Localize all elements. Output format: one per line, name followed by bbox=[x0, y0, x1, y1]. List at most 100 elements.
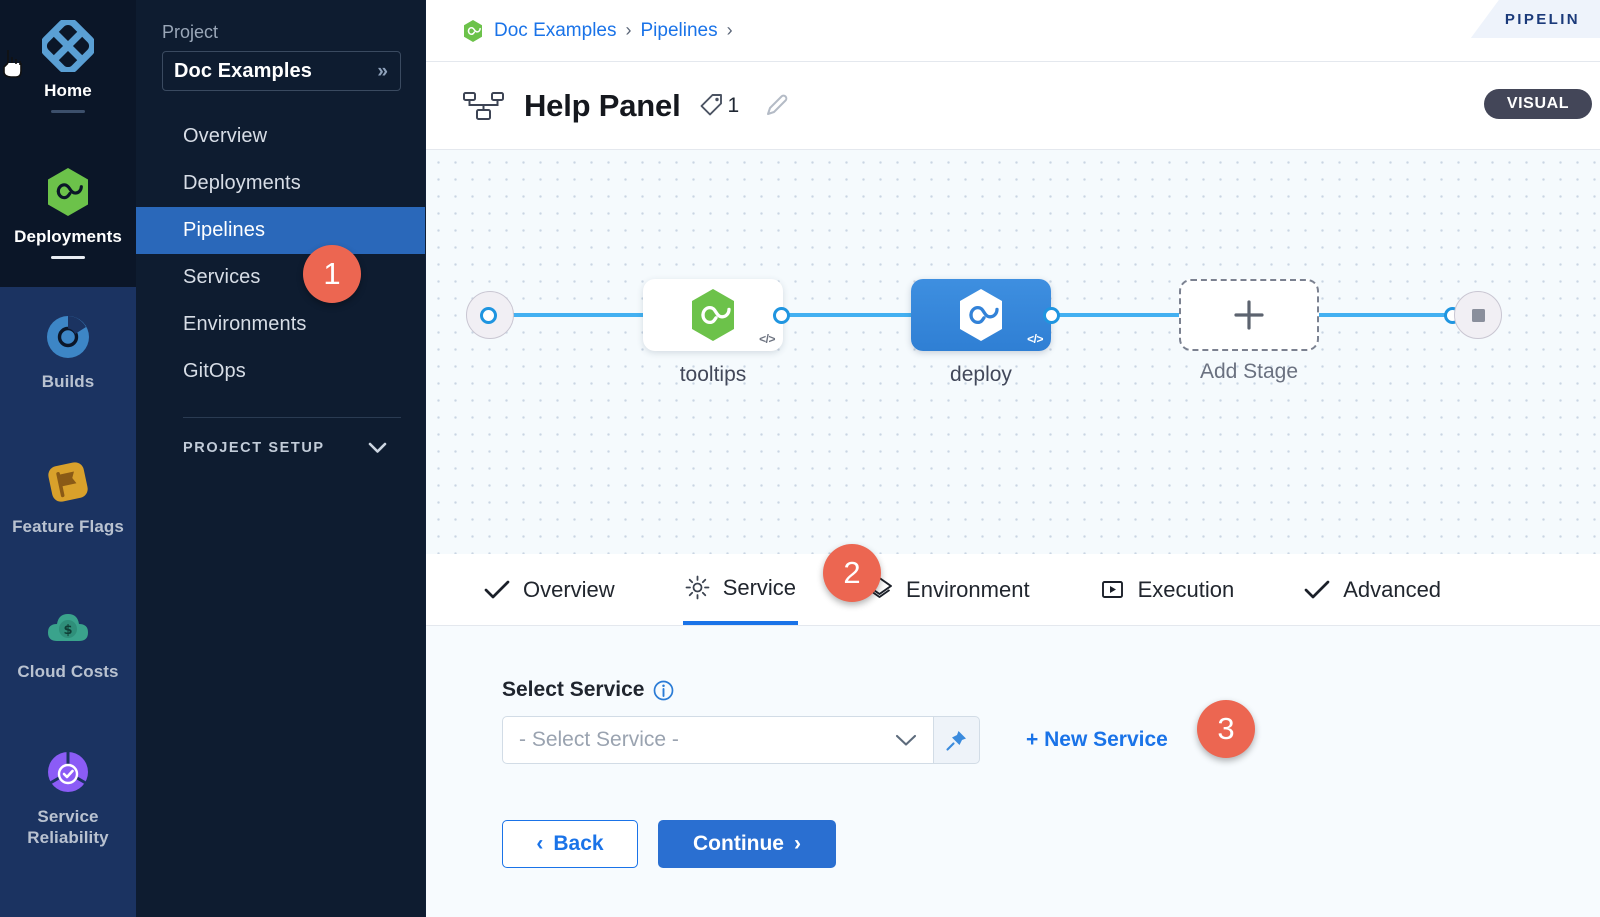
edge-tooltips-to-deploy bbox=[781, 313, 981, 317]
callout-badge-2: 2 bbox=[823, 544, 881, 602]
tag-count: 1 bbox=[727, 93, 740, 117]
main-content: Doc Examples › Pipelines › PIPELIN Help … bbox=[426, 0, 1600, 917]
rail-underline-deployments bbox=[51, 256, 85, 259]
tab-service[interactable]: Service bbox=[682, 554, 799, 625]
module-rail: Home Deployments Builds bbox=[0, 0, 136, 917]
stage-node-deploy[interactable]: </> bbox=[911, 279, 1051, 351]
pipeline-header: Help Panel 1 VISUAL bbox=[426, 62, 1600, 150]
breadcrumb-link-pipelines[interactable]: Pipelines bbox=[640, 19, 718, 41]
breadcrumb-link-doc-examples[interactable]: Doc Examples bbox=[494, 19, 617, 41]
project-setup-section[interactable]: PROJECT SETUP bbox=[136, 440, 425, 456]
sidebar-item-pipelines[interactable]: Pipelines bbox=[136, 207, 425, 254]
gear-icon bbox=[685, 575, 710, 600]
tag-badge[interactable]: 1 bbox=[698, 92, 740, 119]
tab-environment[interactable]: Environment bbox=[864, 554, 1032, 625]
breadcrumb: Doc Examples › Pipelines › PIPELIN bbox=[426, 0, 1600, 62]
home-diamond-icon bbox=[42, 20, 94, 72]
port-tooltips-out[interactable] bbox=[773, 307, 790, 324]
tab-label-service: Service bbox=[722, 574, 797, 600]
play-box-icon bbox=[1100, 577, 1125, 602]
sidebar-label-pipelines: Pipelines bbox=[183, 219, 266, 241]
pipeline-tab-label: PIPELIN bbox=[1504, 10, 1580, 28]
pencil-edit-icon[interactable] bbox=[763, 92, 790, 119]
breadcrumb-separator-2: › bbox=[726, 20, 733, 40]
callout-badge-1: 1 bbox=[303, 245, 361, 303]
tab-label-execution: Execution bbox=[1137, 576, 1235, 602]
rail-item-cloud-costs[interactable]: $ Cloud Costs bbox=[0, 583, 136, 682]
tab-overview[interactable]: Overview bbox=[482, 554, 617, 625]
sidebar-item-services[interactable]: Services bbox=[136, 254, 425, 301]
rail-underline-home bbox=[51, 110, 85, 113]
rail-label-home: Home bbox=[44, 81, 92, 100]
tab-advanced[interactable]: Advanced bbox=[1302, 554, 1443, 625]
sidebar-item-gitops[interactable]: GitOps bbox=[136, 348, 425, 395]
chevron-down-icon bbox=[895, 734, 917, 746]
project-selector-name: Doc Examples bbox=[174, 59, 312, 82]
port-start-out[interactable] bbox=[480, 307, 497, 324]
nav-divider bbox=[183, 417, 401, 418]
stage-label-deploy: deploy bbox=[950, 363, 1012, 386]
add-stage-label: Add Stage bbox=[1199, 360, 1299, 383]
rail-item-service-reliability[interactable]: Service Reliability bbox=[0, 728, 136, 848]
sidebar-item-overview[interactable]: Overview bbox=[136, 113, 425, 160]
stage-node-tooltips[interactable]: </> bbox=[643, 279, 783, 351]
tag-icon bbox=[700, 94, 722, 116]
deployments-infinity-icon bbox=[48, 168, 88, 216]
module-rail-lower-bg bbox=[0, 287, 136, 917]
pipeline-end-node[interactable] bbox=[1454, 291, 1502, 339]
select-service-label-row: Select Service bbox=[502, 678, 1600, 702]
continue-chevron-icon: › bbox=[793, 832, 801, 855]
pipeline-start-node[interactable] bbox=[466, 291, 514, 339]
back-button[interactable]: ‹ Back bbox=[502, 820, 638, 868]
sidebar-label-environments: Environments bbox=[183, 313, 307, 335]
pin-icon bbox=[946, 730, 966, 751]
harness-hexagon-green-icon bbox=[692, 289, 734, 341]
info-icon[interactable] bbox=[653, 680, 674, 701]
visual-yaml-toggle[interactable]: VISUAL bbox=[1484, 89, 1592, 119]
svg-text:$: $ bbox=[63, 623, 72, 638]
project-setup-label: PROJECT SETUP bbox=[183, 440, 325, 456]
service-reliability-icon bbox=[48, 750, 88, 792]
select-service-row: - Select Service - + New Service bbox=[502, 716, 1600, 764]
breadcrumb-separator-1: › bbox=[625, 20, 632, 40]
harness-hexagon-icon bbox=[464, 19, 482, 42]
rail-label-builds: Builds bbox=[41, 372, 95, 391]
callout-badge-3: 3 bbox=[1197, 700, 1255, 758]
tab-label-advanced: Advanced bbox=[1343, 576, 1442, 602]
check-icon bbox=[484, 579, 510, 600]
new-service-link[interactable]: + New Service bbox=[1026, 728, 1168, 751]
pipeline-canvas[interactable]: </> tooltips </> deploy bbox=[426, 150, 1600, 554]
select-service-dropdown[interactable]: - Select Service - bbox=[502, 716, 934, 764]
rail-item-feature-flags[interactable]: Feature Flags bbox=[0, 438, 136, 537]
visual-toggle-label: VISUAL bbox=[1506, 95, 1570, 112]
sidebar-item-environments[interactable]: Environments bbox=[136, 301, 425, 348]
sidebar-label-gitops: GitOps bbox=[183, 360, 246, 382]
builds-icon bbox=[47, 316, 89, 358]
check-icon bbox=[1304, 579, 1330, 600]
rail-item-home[interactable]: Home bbox=[0, 2, 136, 113]
callout-number-3: 3 bbox=[1217, 711, 1235, 746]
sidebar-item-deployments[interactable]: Deployments bbox=[136, 160, 425, 207]
project-label: Project bbox=[162, 22, 219, 42]
rail-label-service-reliability: Service Reliability bbox=[27, 807, 109, 847]
tab-execution[interactable]: Execution bbox=[1098, 554, 1237, 625]
pipeline-diagram-icon bbox=[463, 91, 504, 120]
callout-number-2: 2 bbox=[843, 555, 861, 590]
feature-flags-icon bbox=[48, 462, 88, 502]
cloud-costs-icon: $ bbox=[48, 614, 88, 641]
add-stage-node[interactable] bbox=[1179, 279, 1319, 351]
port-deploy-out[interactable] bbox=[1043, 307, 1060, 324]
step-tabs: Overview Service bbox=[426, 554, 1600, 626]
pipeline-tab[interactable]: PIPELIN bbox=[1470, 0, 1600, 38]
chevron-double-right-icon: » bbox=[377, 60, 388, 82]
rail-item-builds[interactable]: Builds bbox=[0, 293, 136, 392]
code-badge-tooltips: </> bbox=[759, 332, 775, 346]
page-title: Help Panel bbox=[524, 87, 681, 123]
project-selector[interactable]: Doc Examples » bbox=[162, 51, 401, 91]
rail-item-deployments[interactable]: Deployments bbox=[0, 148, 136, 259]
callout-number-1: 1 bbox=[323, 256, 341, 291]
continue-button[interactable]: Continue › bbox=[658, 820, 836, 868]
select-service-value: - Select Service - bbox=[519, 728, 679, 751]
pin-service-button[interactable] bbox=[934, 716, 980, 764]
